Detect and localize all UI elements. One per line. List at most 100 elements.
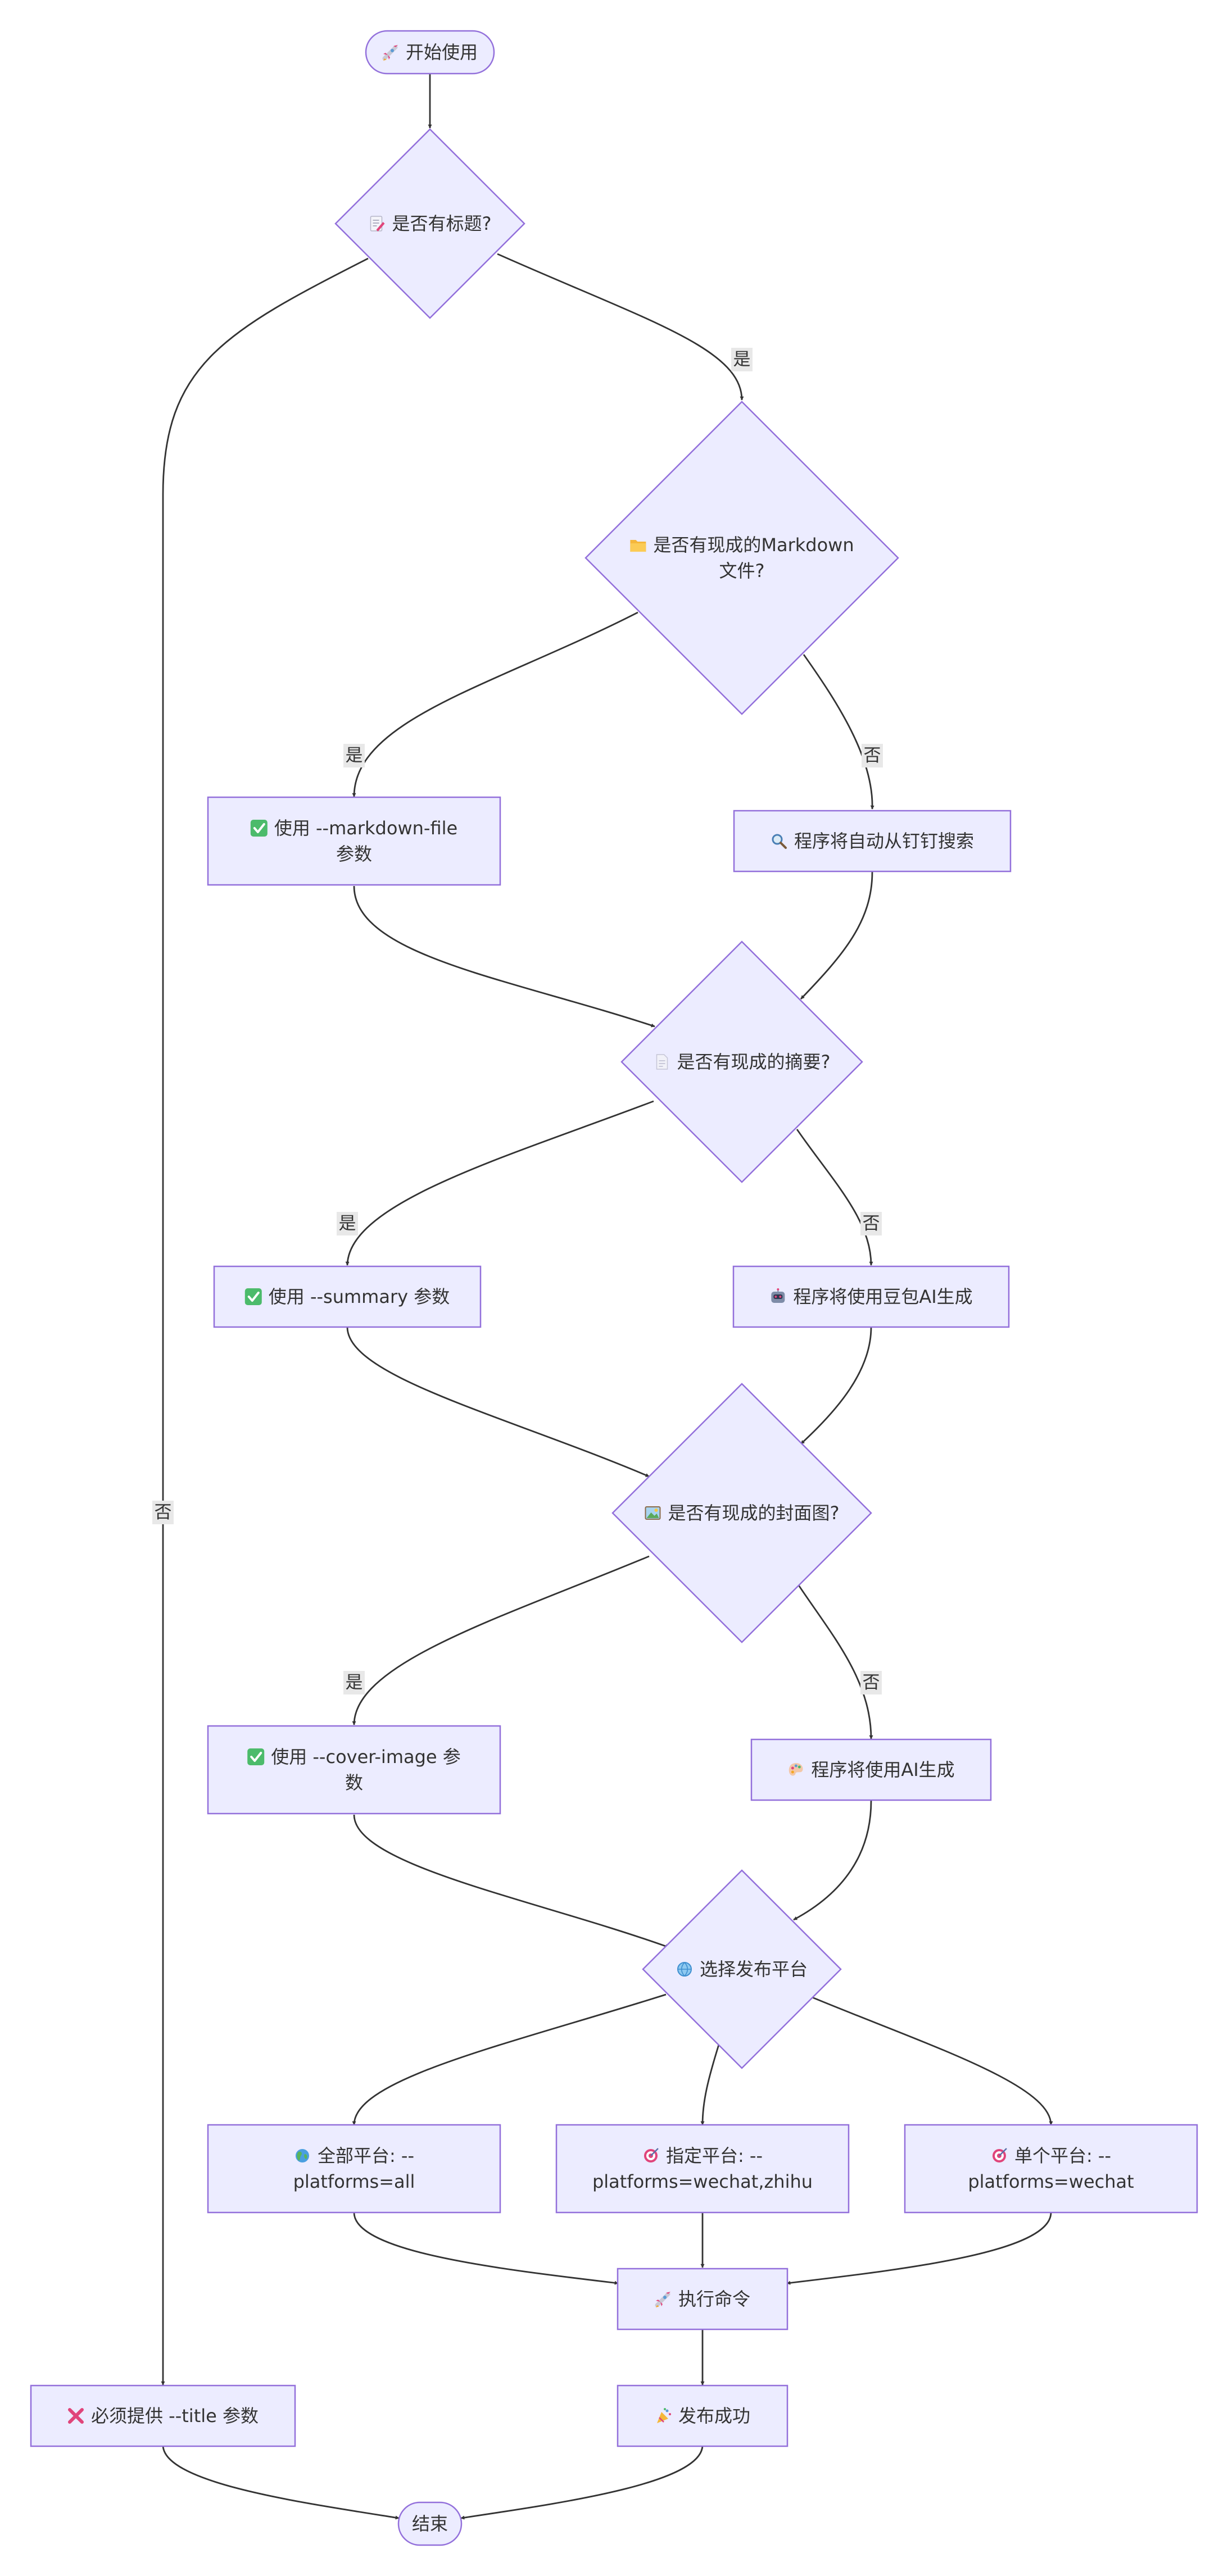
node-success: 发布成功	[617, 2384, 789, 2447]
target-icon	[992, 2148, 1007, 2162]
node-q-title: 是否有标题?	[334, 128, 525, 319]
edge-label-summary-no: 否	[860, 1212, 882, 1235]
edge-q-md-yes	[352, 611, 638, 797]
check-icon	[250, 820, 268, 837]
node-auto-search: 程序将自动从钉钉搜索	[733, 810, 1012, 873]
node-label: 数	[345, 1772, 363, 1793]
node-shape	[207, 1725, 501, 1815]
node-start: 开始使用	[365, 30, 495, 75]
node-all-plat: 全部平台: -- platforms=all	[207, 2124, 501, 2214]
edge-label-text: 是	[346, 1673, 363, 1693]
node-use-cover: 使用 --cover-image 参数	[207, 1725, 501, 1815]
edge-label-text: 是	[733, 349, 751, 370]
node-single-plat: 单个平台: --platforms=wechat	[904, 2124, 1198, 2214]
target-icon	[644, 2148, 659, 2162]
node-label: 是否有现成的摘要?	[677, 1051, 831, 1073]
edge-label-md-yes: 是	[343, 744, 365, 767]
node-shape	[904, 2124, 1198, 2214]
folder-icon	[630, 540, 646, 552]
node-label: 使用 --summary 参数	[269, 1286, 450, 1307]
node-shape	[207, 2124, 501, 2214]
edge-label-text: 否	[863, 1673, 880, 1693]
node-label: 开始使用	[406, 42, 478, 63]
edge-success-to-end	[460, 2445, 704, 2520]
edge-use-md-to-q-summary	[353, 885, 655, 1028]
node-no-title: 必须提供 --title 参数	[30, 2384, 296, 2447]
node-shape	[642, 1869, 842, 2069]
node-use-summary: 使用 --summary 参数	[213, 1265, 482, 1328]
node-shape	[611, 1383, 872, 1643]
node-label: 是否有现成的Markdown	[653, 534, 854, 556]
edge-ai-summary-to-q-cover	[800, 1326, 872, 1445]
node-q-cover: 是否有现成的封面图?	[611, 1383, 872, 1643]
node-label: 结束	[412, 2513, 448, 2534]
edge-q-title-yes	[497, 253, 744, 401]
node-label: 发布成功	[678, 2405, 750, 2427]
node-shape	[617, 2384, 789, 2447]
node-label: 文件?	[719, 560, 765, 581]
node-ai-cover: 程序将使用AI生成	[750, 1738, 992, 1801]
node-label: platforms=all	[293, 2171, 415, 2192]
node-label: 程序将自动从钉钉搜索	[794, 830, 974, 852]
edge-label-cover-no: 否	[860, 1671, 882, 1694]
check-icon	[244, 1288, 262, 1305]
node-label: 选择发布平台	[700, 1959, 808, 1980]
edge-single-to-exec	[786, 2212, 1052, 2285]
cross-icon	[67, 2408, 84, 2424]
node-shape	[584, 401, 899, 715]
edge-label-background	[860, 1212, 882, 1235]
node-label: 单个平台: --	[1014, 2145, 1111, 2166]
edge-ai-cover-to-q-platform	[793, 1800, 872, 1921]
edge-label-title-no: 否	[152, 1501, 174, 1524]
edge-no-title-to-end	[162, 2445, 400, 2520]
search-icon	[772, 834, 787, 849]
edge-q-title-no	[161, 257, 369, 2386]
edge-use-cover-to-q-platform	[353, 1814, 669, 1948]
edges	[161, 74, 1053, 2520]
node-label: 执行命令	[678, 2288, 750, 2310]
edge-platform-to-spec	[700, 2042, 721, 2125]
edge-label-md-no: 否	[862, 744, 883, 767]
node-label: 使用 --markdown-file	[274, 817, 457, 839]
edge-label-text: 否	[864, 746, 881, 766]
edge-label-text: 是	[339, 1214, 356, 1234]
node-label: 指定平台: --	[666, 2145, 763, 2166]
node-shape	[555, 2124, 850, 2214]
node-shape	[365, 30, 495, 75]
node-use-md: 使用 --markdown-file 参数	[207, 796, 501, 886]
node-shape	[207, 796, 501, 886]
edge-label-background	[862, 744, 883, 767]
memo-icon	[370, 216, 385, 231]
node-label: 是否有现成的封面图?	[668, 1502, 840, 1524]
edge-use-summary-to-q-cover	[346, 1326, 650, 1478]
party-icon	[656, 2408, 671, 2423]
node-label: 程序将使用豆包AI生成	[793, 1286, 972, 1307]
edge-q-cover-no	[797, 1584, 873, 1739]
edge-platform-to-single	[812, 1996, 1053, 2125]
edge-label-background	[731, 348, 753, 371]
node-label: 参数	[336, 843, 372, 865]
robot-icon	[771, 1288, 785, 1303]
edge-label-text: 否	[155, 1502, 172, 1523]
edge-q-summary-yes	[345, 1100, 654, 1266]
node-q-platform: 选择发布平台	[642, 1869, 842, 2069]
rocket-icon	[655, 2292, 670, 2307]
edge-label-title-yes: 是	[731, 348, 753, 371]
edge-label-background	[343, 1671, 365, 1694]
edge-platform-to-all	[352, 1993, 667, 2125]
edge-search-to-q-summary	[800, 871, 873, 999]
edge-label-background	[337, 1212, 358, 1235]
edge-q-cover-yes	[352, 1555, 650, 1725]
edge-q-md-no	[803, 654, 874, 810]
node-q-summary: 是否有现成的摘要?	[620, 941, 863, 1183]
node-q-markdown: 是否有现成的Markdown 文件?	[584, 401, 899, 715]
node-shape	[733, 810, 1012, 873]
node-label: 全部平台: --	[318, 2145, 414, 2166]
edge-labels: 是否是否是否是否	[152, 348, 883, 1694]
node-label: 使用 --cover-image 参	[271, 1746, 461, 1768]
node-label: 是否有标题?	[392, 213, 492, 234]
edge-label-text: 否	[863, 1214, 880, 1234]
node-label: platforms=wechat,zhihu	[592, 2171, 813, 2192]
